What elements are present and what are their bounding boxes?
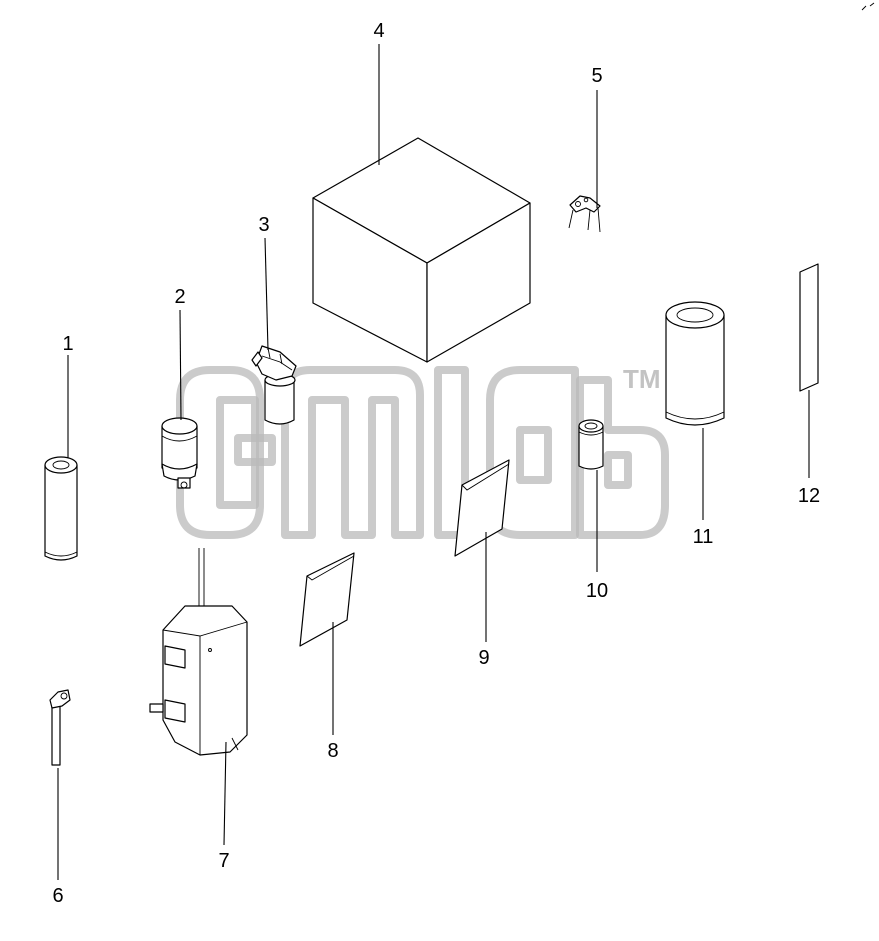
callout-3: 3: [258, 214, 269, 236]
callout-12: 12: [798, 485, 820, 507]
part-8-panel: [299, 552, 355, 735]
callout-4: 4: [373, 20, 384, 42]
callout-8: 8: [327, 740, 338, 762]
part-9-panel: [454, 459, 510, 642]
callout-10: 10: [586, 580, 608, 602]
part-7-tank: [149, 548, 248, 846]
part-3-fuel-filter: [251, 237, 297, 425]
callout-9: 9: [478, 647, 489, 669]
callout-7: 7: [218, 850, 229, 872]
part-10-cartridge: [578, 419, 604, 572]
part-5-bracket: [568, 90, 601, 233]
callout-11: 11: [693, 526, 714, 548]
part-4-box: [312, 44, 531, 363]
part-12-plate: [799, 263, 819, 478]
callout-6: 6: [52, 885, 63, 907]
trademark-text: TM: [623, 364, 661, 394]
corner-mark: [861, 2, 875, 11]
callout-2: 2: [174, 286, 185, 308]
part-2-filter: [161, 309, 198, 489]
part-1-element: [44, 355, 78, 561]
part-6-hose: [49, 689, 71, 880]
part-11-air-filter: [665, 301, 725, 520]
callout-1: 1: [62, 333, 73, 355]
callout-5: 5: [591, 65, 602, 87]
